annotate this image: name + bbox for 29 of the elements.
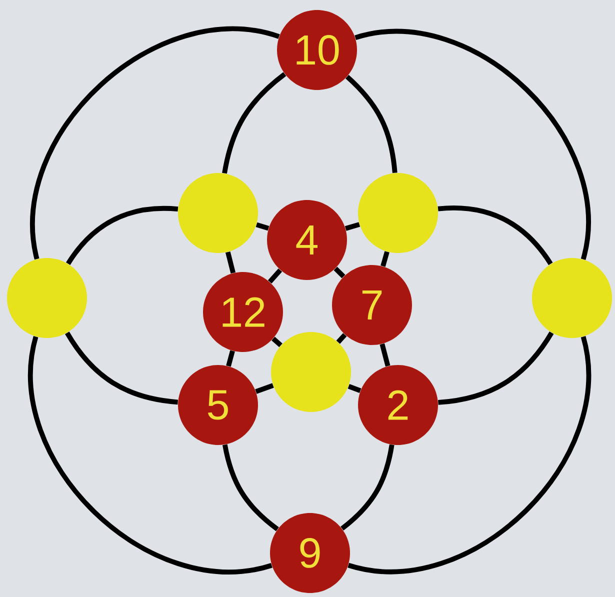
connecting-line [438, 206, 553, 266]
connecting-line [344, 222, 360, 231]
connecting-line [268, 268, 282, 284]
connecting-line [272, 336, 282, 348]
connecting-line [336, 333, 347, 344]
connecting-line [380, 343, 390, 367]
connecting-line [65, 332, 178, 405]
connecting-line [256, 222, 270, 231]
connecting-line [438, 331, 554, 405]
connecting-line [340, 444, 394, 531]
connecting-line [66, 206, 178, 266]
connecting-line [348, 384, 362, 393]
connecting-line [222, 444, 279, 532]
connecting-line [30, 27, 280, 260]
connecting-line [226, 350, 235, 367]
empty-circle [7, 258, 87, 338]
connecting-line [334, 266, 346, 278]
connecting-line [354, 29, 591, 260]
connecting-line [380, 251, 390, 267]
empty-circle [358, 173, 438, 253]
connecting-line [225, 251, 236, 274]
connecting-line [345, 74, 398, 174]
empty-circle [532, 258, 612, 338]
empty-circle [271, 332, 351, 412]
connecting-line [222, 72, 286, 174]
connecting-line [348, 336, 591, 574]
connecting-line [255, 383, 274, 394]
empty-circle [178, 173, 258, 253]
connecting-line [28, 336, 272, 574]
